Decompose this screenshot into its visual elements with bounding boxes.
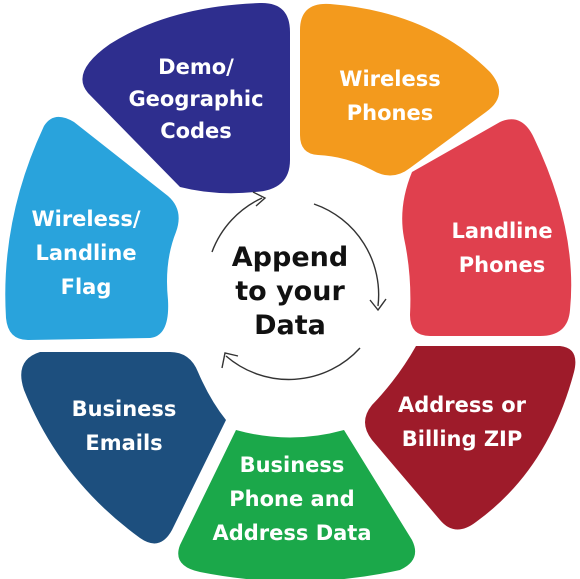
center-line-3: Data	[254, 310, 326, 341]
segment-label-demo-3: Codes	[160, 119, 232, 143]
segment-label-address-1: Address or	[398, 393, 527, 417]
segment-label-landline-1: Landline	[451, 219, 552, 243]
segment-label-flag-2: Landline	[35, 241, 136, 265]
segment-label-flag-3: Flag	[61, 275, 112, 299]
segment-labels: Demo/ Geographic Codes Wireless Phones L…	[31, 55, 552, 545]
segment-address-billing-zip	[365, 346, 576, 530]
segment-label-landline-2: Phones	[459, 253, 545, 277]
segment-business-phone-address	[178, 430, 415, 579]
segment-label-address-2: Billing ZIP	[402, 427, 523, 451]
cycle-arrow-top	[211, 197, 263, 253]
cycle-arrow-bottom	[225, 347, 361, 381]
segment-label-emails-2: Emails	[85, 431, 162, 455]
cycle-arrow-bottom-head-icon	[221, 352, 239, 369]
center-line-1: Append	[232, 242, 348, 273]
segment-label-business-phone-2: Phone and	[229, 487, 354, 511]
center-line-2: to your	[235, 276, 345, 307]
segment-label-emails-1: Business	[72, 397, 177, 421]
segment-label-wireless-2: Phones	[347, 101, 433, 125]
cycle-arrow-right	[313, 203, 380, 307]
wheel-segments	[5, 2, 576, 579]
segment-label-business-phone-3: Address Data	[212, 521, 371, 545]
segment-label-demo-2: Geographic	[128, 87, 263, 111]
segment-business-emails	[21, 352, 226, 544]
center-label: Append to your Data	[232, 242, 348, 341]
cycle-arrow-right-head-icon	[369, 298, 387, 312]
segment-wireless-landline-flag	[5, 116, 179, 340]
segment-wireless-phones	[300, 3, 500, 176]
segment-label-business-phone-1: Business	[240, 453, 345, 477]
cycle-arrows	[211, 191, 387, 381]
segment-label-demo-1: Demo/	[158, 55, 234, 79]
cycle-arrow-top-head-icon	[252, 191, 267, 207]
segment-label-wireless-1: Wireless	[339, 67, 440, 91]
segment-demo-geographic-codes	[82, 2, 291, 194]
segment-landline-phones	[402, 119, 572, 336]
segment-label-flag-1: Wireless/	[31, 207, 140, 231]
